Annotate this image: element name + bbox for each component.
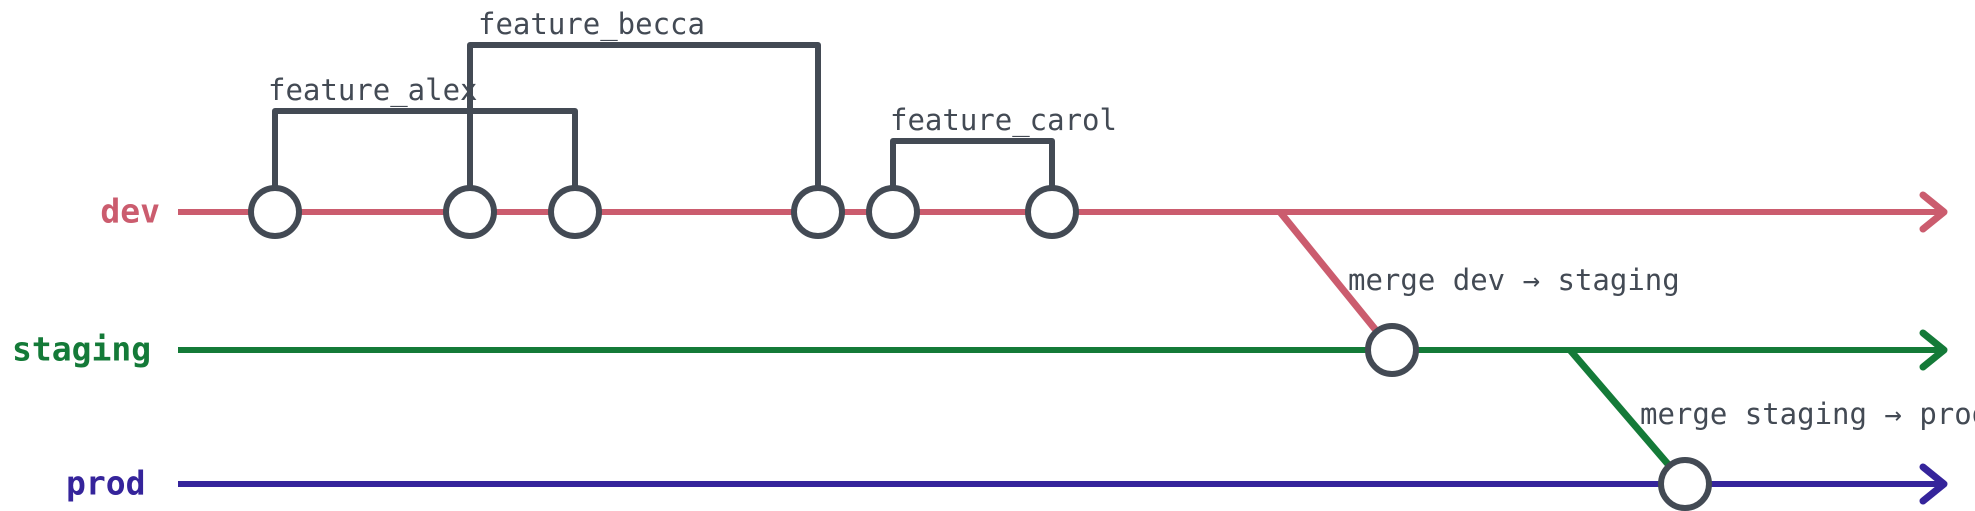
arrowhead-staging-icon: [1919, 329, 1948, 371]
commit-node[interactable]: [866, 185, 920, 239]
commit-node[interactable]: [443, 185, 497, 239]
merge-connectors-group: [1277, 209, 1688, 487]
feature-bracket-carol: [890, 138, 1055, 191]
branch-label-staging: staging: [12, 330, 151, 369]
feature-bracket-alex: [272, 108, 578, 191]
merge-line-dev-staging: [1277, 209, 1395, 353]
branch-label-prod: prod: [66, 464, 145, 503]
commit-node[interactable]: [791, 185, 845, 239]
feature-label-carol: feature_carol: [890, 103, 1117, 138]
commit-node[interactable]: [548, 185, 602, 239]
branch-lines-group: [178, 209, 1940, 487]
commit-node[interactable]: [1025, 185, 1079, 239]
branch-name-labels-group: dev staging prod: [12, 192, 160, 503]
feature-label-alex: feature_alex: [268, 73, 478, 108]
commit-node[interactable]: [248, 185, 302, 239]
merge-label-staging-prod: merge staging → prod: [1640, 397, 1975, 431]
branch-arrowheads-group: [1919, 191, 1948, 505]
feature-labels-group: feature_alex feature_becca feature_carol: [268, 7, 1117, 138]
branch-label-dev: dev: [100, 192, 160, 231]
commit-node[interactable]: [1365, 323, 1419, 377]
feature-brackets-group: [272, 42, 1055, 191]
arrowhead-dev-icon: [1919, 191, 1948, 233]
merge-label-dev-staging: merge dev → staging: [1348, 263, 1680, 297]
merge-labels-group: merge dev → staging merge staging → prod: [1348, 263, 1975, 431]
merge-line-staging-prod: [1567, 347, 1688, 487]
arrowhead-prod-icon: [1919, 463, 1948, 505]
commit-nodes-group: [248, 185, 1712, 511]
feature-bracket-becca: [467, 42, 821, 191]
commit-node[interactable]: [1658, 457, 1712, 511]
feature-label-becca: feature_becca: [478, 7, 705, 42]
